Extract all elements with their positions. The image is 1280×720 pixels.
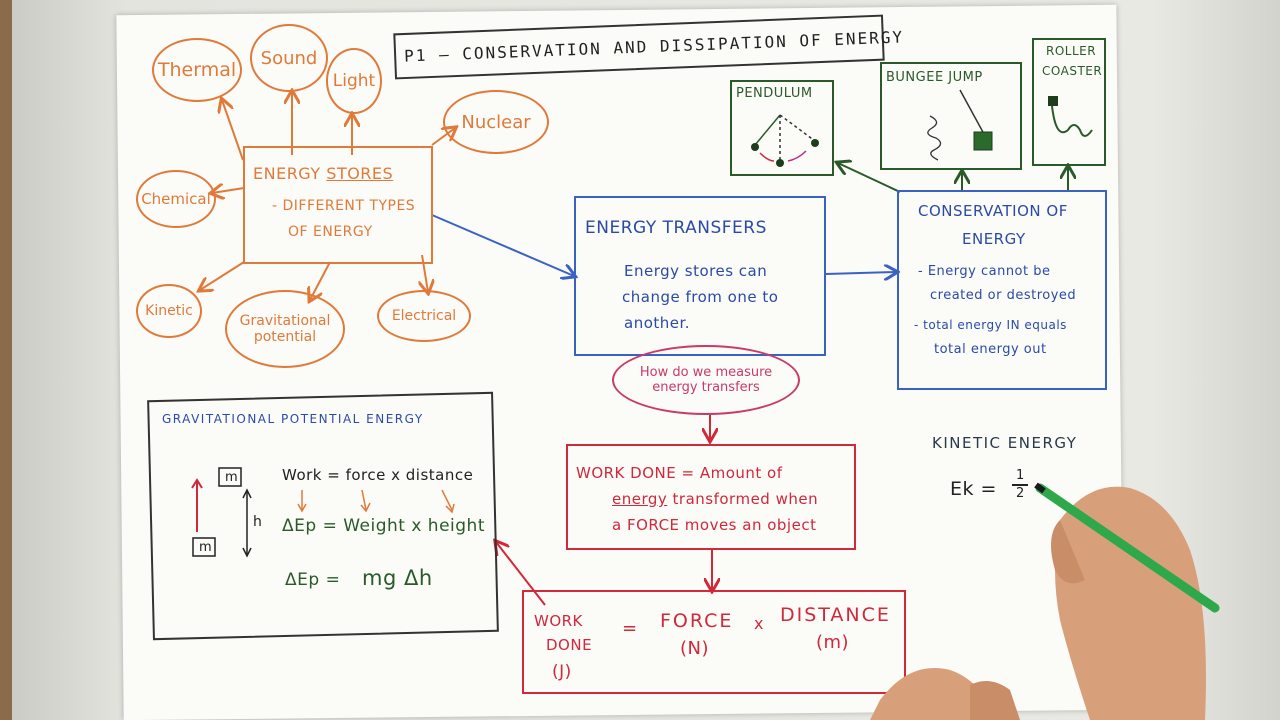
question-oval: How do we measure energy transfers bbox=[612, 345, 800, 415]
store-nuclear-label: Nuclear bbox=[461, 111, 531, 133]
store-thermal-label: Thermal bbox=[157, 59, 237, 81]
energy-transfers-line3: another. bbox=[624, 314, 691, 332]
work-done-def-transformed: transformed when bbox=[667, 490, 819, 508]
work-done-def-line2: energy transformed when bbox=[612, 490, 818, 508]
kinetic-heading: KINETIC ENERGY bbox=[932, 434, 1078, 452]
work-formula-equals: = bbox=[622, 618, 638, 639]
store-nuclear: Nuclear bbox=[443, 90, 549, 154]
conservation-heading-1: CONSERVATION OF bbox=[918, 202, 1068, 220]
energy-stores-heading: ENERGY STORES bbox=[253, 164, 393, 183]
energy-stores-box bbox=[243, 146, 433, 264]
roller-label-2: COASTER bbox=[1042, 64, 1103, 78]
pendulum-drawing bbox=[751, 114, 819, 167]
energy-transfers-line2: change from one to bbox=[622, 288, 779, 306]
gpe-diagram bbox=[191, 467, 252, 558]
work-done-def-line3: a FORCE moves an object bbox=[612, 516, 817, 534]
work-formula-lhs-1: WORK bbox=[534, 612, 583, 630]
pendulum-box bbox=[730, 80, 834, 176]
bungee-box bbox=[880, 62, 1022, 170]
store-kinetic: Kinetic bbox=[136, 284, 202, 338]
gpe-row-3b: mg Δh bbox=[362, 566, 433, 590]
conservation-bullet-1b: created or destroyed bbox=[930, 288, 1077, 303]
kinetic-half-num: 1 bbox=[1016, 468, 1025, 483]
roller-coaster-box bbox=[1032, 38, 1106, 166]
store-thermal: Thermal bbox=[152, 38, 242, 102]
conservation-box bbox=[897, 190, 1107, 390]
gpe-mass-top: m bbox=[225, 470, 239, 485]
kinetic-half-den: 2 bbox=[1016, 486, 1025, 501]
gpe-row-3a: ΔEp = bbox=[285, 570, 341, 590]
kinetic-half-bar bbox=[1012, 484, 1028, 486]
store-sound: Sound bbox=[250, 24, 328, 92]
work-done-definition-box bbox=[566, 444, 856, 550]
work-done-def-energy: energy bbox=[612, 490, 668, 508]
pendulum-label: PENDULUM bbox=[736, 86, 813, 101]
question-line-1: How do we measure bbox=[639, 365, 773, 380]
work-formula-force: FORCE bbox=[660, 610, 734, 632]
gpe-row-1: Work = force x distance bbox=[282, 466, 474, 484]
gpe-row-2: ΔEp = Weight x height bbox=[282, 516, 485, 536]
work-formula-distance-unit: (m) bbox=[816, 632, 850, 653]
roller-coaster-drawing bbox=[1048, 96, 1093, 137]
store-potential-label: potential bbox=[253, 329, 317, 345]
store-chemical-label: Chemical bbox=[141, 190, 211, 208]
conservation-bullet-1a: - Energy cannot be bbox=[918, 264, 1051, 279]
work-formula-box bbox=[522, 590, 906, 694]
work-formula-force-unit: (N) bbox=[680, 638, 710, 659]
store-gravitational: Gravitational potential bbox=[225, 290, 345, 368]
question-line-2: energy transfers bbox=[652, 380, 760, 395]
store-light: Light bbox=[326, 48, 382, 114]
energy-stores-line1: - DIFFERENT TYPES bbox=[272, 198, 416, 214]
store-gravitational-label: Gravitational bbox=[239, 313, 331, 329]
store-electrical: Electrical bbox=[377, 290, 471, 342]
conservation-bullet-2b: total energy out bbox=[934, 342, 1047, 357]
gpe-height-label: h bbox=[253, 514, 263, 530]
store-sound-label: Sound bbox=[260, 47, 318, 69]
energy-transfers-heading: ENERGY TRANSFERS bbox=[585, 218, 767, 238]
work-done-def-line1: WORK DONE = Amount of bbox=[576, 464, 783, 482]
energy-transfers-line1: Energy stores can bbox=[624, 262, 768, 280]
roller-label-1: ROLLER bbox=[1046, 44, 1097, 58]
door-frame bbox=[0, 0, 12, 720]
bungee-label: BUNGEE JUMP bbox=[886, 70, 983, 85]
store-electrical-label: Electrical bbox=[391, 308, 457, 324]
energy-stores-heading-underlined: STORES bbox=[326, 164, 394, 183]
conservation-heading-2: ENERGY bbox=[962, 230, 1026, 248]
gpe-down-arrows bbox=[297, 489, 455, 514]
kinetic-formula-lhs: Ek = bbox=[950, 478, 997, 500]
store-chemical: Chemical bbox=[136, 170, 216, 228]
conservation-bullet-2a: - total energy IN equals bbox=[914, 318, 1067, 332]
work-formula-times: x bbox=[754, 614, 764, 633]
work-formula-lhs-unit: (J) bbox=[552, 662, 572, 682]
store-light-label: Light bbox=[332, 71, 376, 91]
energy-stores-line2: OF ENERGY bbox=[288, 224, 373, 240]
gpe-heading: GRAVITATIONAL POTENTIAL ENERGY bbox=[162, 412, 424, 426]
gpe-mass-bottom: m bbox=[199, 540, 213, 555]
store-kinetic-label: Kinetic bbox=[145, 303, 193, 319]
energy-stores-heading-word: ENERGY bbox=[253, 164, 321, 183]
work-formula-lhs-2: DONE bbox=[546, 636, 593, 654]
hand-holding-pen bbox=[870, 482, 1220, 720]
work-formula-distance: DISTANCE bbox=[780, 604, 891, 626]
bungee-drawing bbox=[927, 89, 993, 161]
